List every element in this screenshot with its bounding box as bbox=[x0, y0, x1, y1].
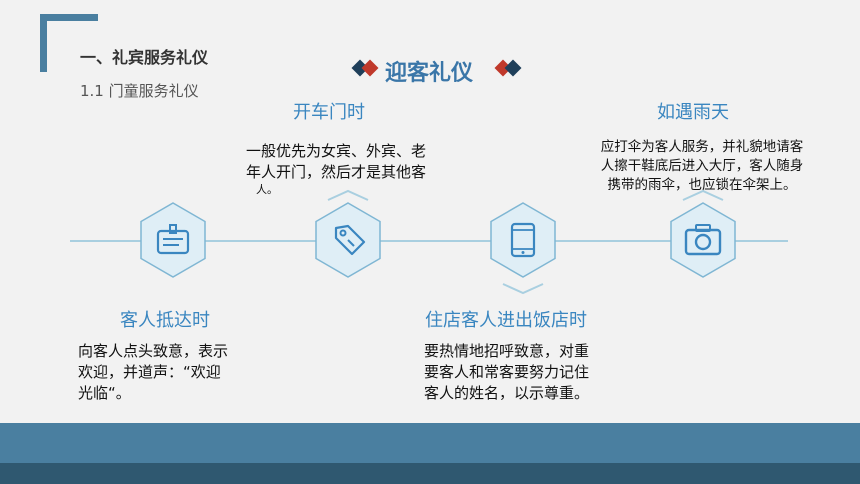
id-card-icon bbox=[140, 202, 206, 278]
text-line: 向客人点头致意，表示 bbox=[78, 342, 229, 360]
step-4-heading: 如遇雨天 bbox=[657, 102, 729, 123]
step-3-hexagon bbox=[487, 200, 559, 280]
timeline-line bbox=[70, 240, 788, 242]
text-line: 应打伞为客人服务，并礼貌地请客 bbox=[600, 139, 804, 155]
text-line: 一般优先为女宾、外宾、老 bbox=[246, 142, 427, 160]
text-line: 欢迎，并道声：“欢迎 bbox=[78, 363, 221, 381]
text-line: 要热情地招呼致意，对重 bbox=[424, 342, 590, 360]
section-title: 一、礼宾服务礼仪 bbox=[80, 48, 209, 67]
main-title: 迎客礼仪 bbox=[385, 61, 474, 86]
corner-bracket-decoration bbox=[40, 14, 98, 72]
step-1-hexagon bbox=[137, 200, 209, 280]
footer-band-dark bbox=[0, 463, 860, 484]
step-4-hexagon bbox=[667, 200, 739, 280]
subsection-title: 1.1 门童服务礼仪 bbox=[80, 82, 199, 100]
camera-icon bbox=[670, 202, 736, 278]
tag-icon bbox=[315, 202, 381, 278]
diamond-icon-right-navy bbox=[504, 59, 522, 77]
step-2-hexagon bbox=[312, 200, 384, 280]
text-line: 客人的姓名，以示尊重。 bbox=[424, 384, 590, 402]
step-1-heading: 客人抵达时 bbox=[120, 310, 210, 331]
chevron-down-icon bbox=[502, 283, 544, 295]
step-4-description: 应打伞为客人服务，并礼貌地请客 人擦干鞋底后进入大厅，客人随身 携带的雨伞，也应… bbox=[572, 138, 832, 195]
chevron-up-icon bbox=[327, 189, 369, 201]
text-line: 人擦干鞋底后进入大厅，客人随身 bbox=[600, 158, 804, 174]
text-line: 人。 bbox=[256, 183, 278, 196]
step-2-description: 一般优先为女宾、外宾、老 年人开门，然后才是其他客 人。 bbox=[246, 141, 476, 197]
text-line: 携带的雨伞，也应锁在伞架上。 bbox=[607, 177, 797, 193]
step-3-heading: 住店客人进出饭店时 bbox=[425, 310, 587, 331]
step-3-description: 要热情地招呼致意，对重 要客人和常客要努力记住 客人的姓名，以示尊重。 bbox=[424, 341, 644, 404]
diamond-icon-left-red bbox=[361, 59, 379, 77]
text-line: 要客人和常客要努力记住 bbox=[424, 363, 590, 381]
tablet-icon bbox=[490, 202, 556, 278]
text-line: 光临“。 bbox=[78, 384, 131, 402]
step-2-heading: 开车门时 bbox=[293, 102, 365, 123]
text-line: 年人开门，然后才是其他客 bbox=[246, 163, 427, 181]
footer-band bbox=[0, 423, 860, 463]
chevron-up-icon bbox=[682, 189, 724, 201]
step-1-description: 向客人点头致意，表示 欢迎，并道声：“欢迎 光临“。 bbox=[78, 341, 278, 404]
